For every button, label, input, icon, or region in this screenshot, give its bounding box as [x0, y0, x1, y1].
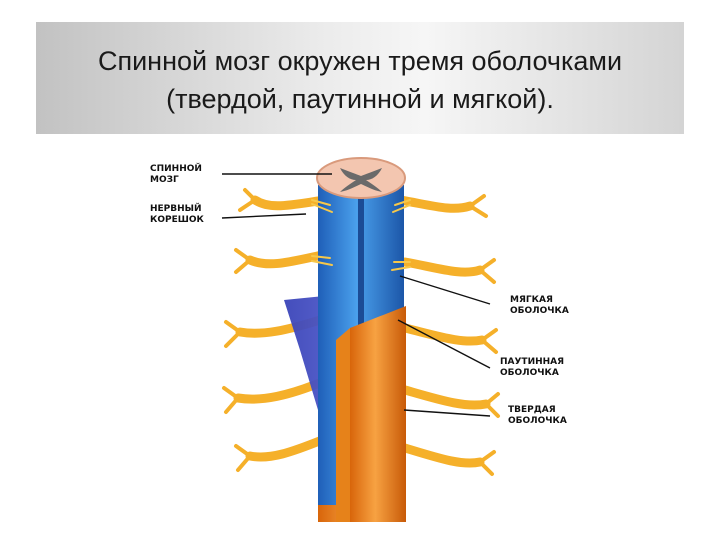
dura-mater-front: [350, 306, 406, 522]
spinal-nerves-right: [400, 196, 498, 474]
dura-mater-fold: [336, 328, 350, 522]
